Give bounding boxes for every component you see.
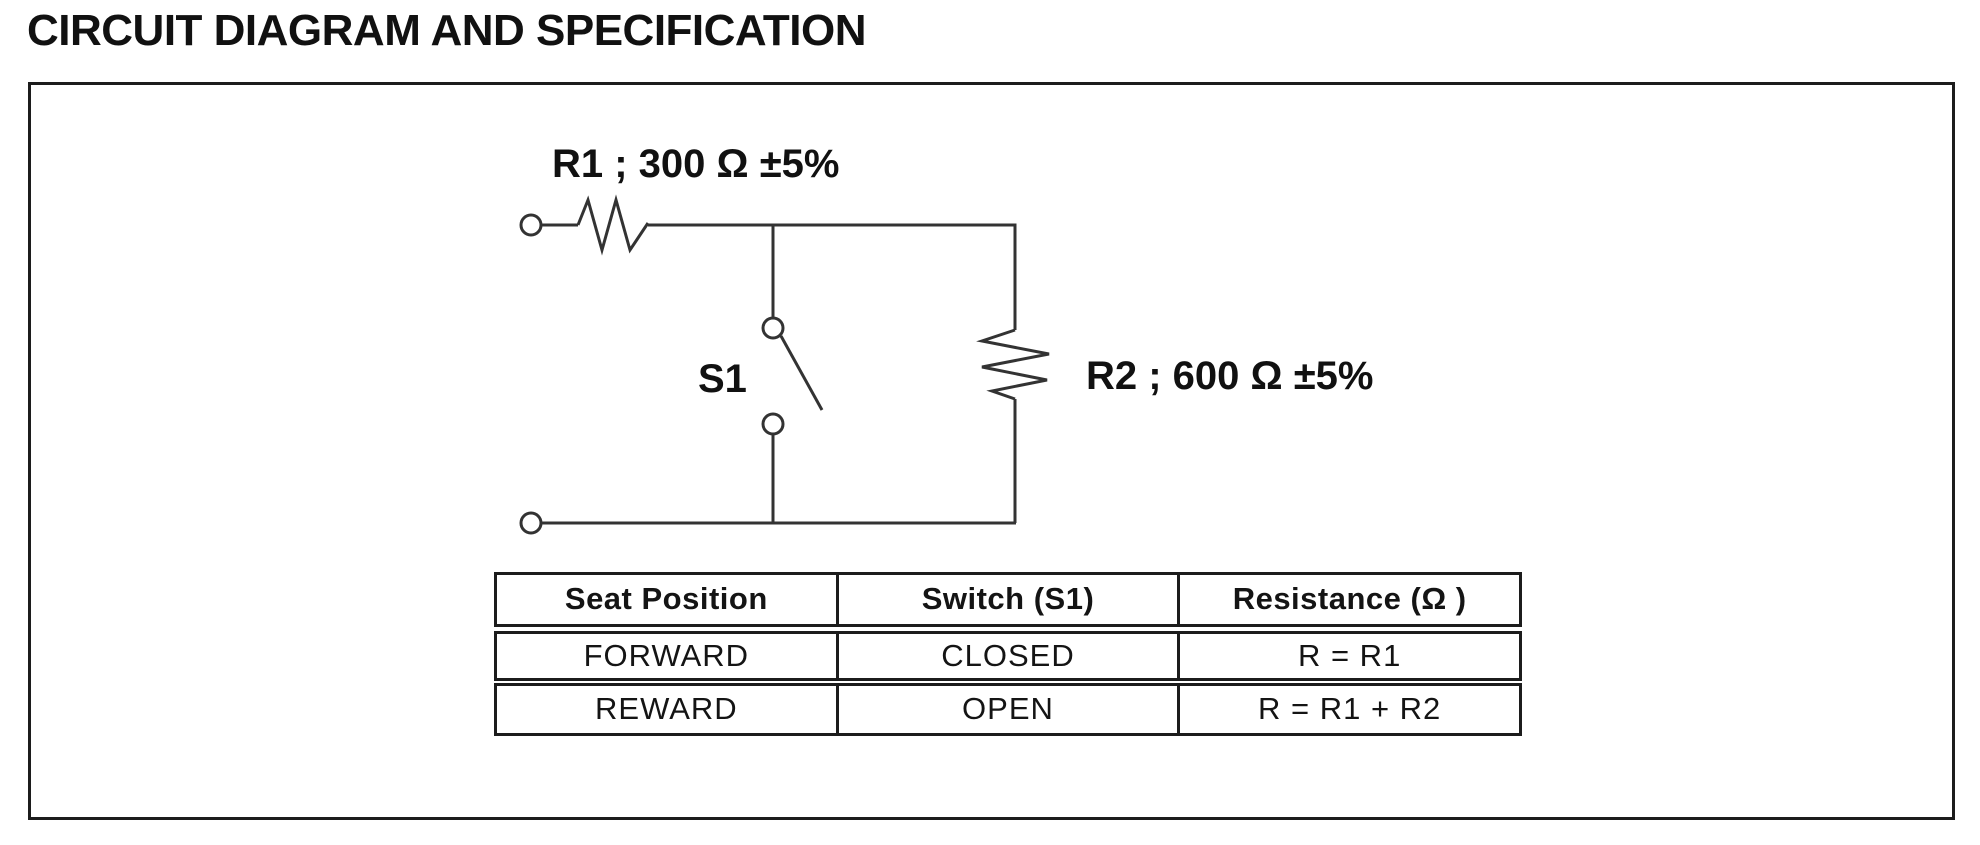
r2-resistor-symbol bbox=[976, 328, 1050, 401]
page-title: CIRCUIT DIAGRAM AND SPECIFICATION bbox=[27, 6, 867, 55]
cell-resistance-r1-r2: R = R1 + R2 bbox=[1177, 681, 1521, 735]
spec-table: Seat Position Switch (S1) Resistance (Ω … bbox=[494, 572, 1522, 736]
r2-label: R2 ; 600 Ω ±5% bbox=[1086, 354, 1373, 398]
table-row-forward: FORWARD CLOSED R = R1 bbox=[495, 628, 1521, 686]
switch-arm bbox=[779, 335, 824, 411]
cell-resistance-r1: R = R1 bbox=[1177, 628, 1521, 686]
r1-label: R1 ; 300 Ω ±5% bbox=[552, 142, 839, 186]
switch-top-contact bbox=[761, 316, 785, 340]
wire-top-right bbox=[648, 223, 1017, 330]
col-header-resistance: Resistance (Ω ) bbox=[1177, 573, 1521, 634]
cell-seat-reward: REWARD bbox=[595, 691, 738, 727]
r1-resistor-symbol bbox=[576, 194, 650, 256]
cell-switch-open: OPEN bbox=[835, 681, 1179, 735]
cell-switch-closed: CLOSED bbox=[835, 628, 1179, 686]
terminal-top-left bbox=[519, 213, 543, 237]
col-header-switch: Switch (S1) bbox=[835, 573, 1179, 634]
switch-bottom-contact bbox=[761, 412, 785, 436]
col-header-seat-position: Seat Position bbox=[495, 573, 838, 634]
spec-table-body: FORWARD CLOSED R = R1 REWARD OPEN R = R1… bbox=[495, 628, 1521, 735]
table-row-reward: REWARD OPEN R = R1 + R2 bbox=[496, 681, 1521, 735]
s1-label: S1 bbox=[698, 357, 747, 401]
spec-table-head: Seat Position Switch (S1) Resistance (Ω … bbox=[495, 573, 1521, 634]
cell-seat-forward: FORWARD bbox=[495, 628, 838, 686]
terminal-bottom-left bbox=[519, 511, 543, 535]
table-header-row: Seat Position Switch (S1) Resistance (Ω … bbox=[495, 573, 1521, 634]
